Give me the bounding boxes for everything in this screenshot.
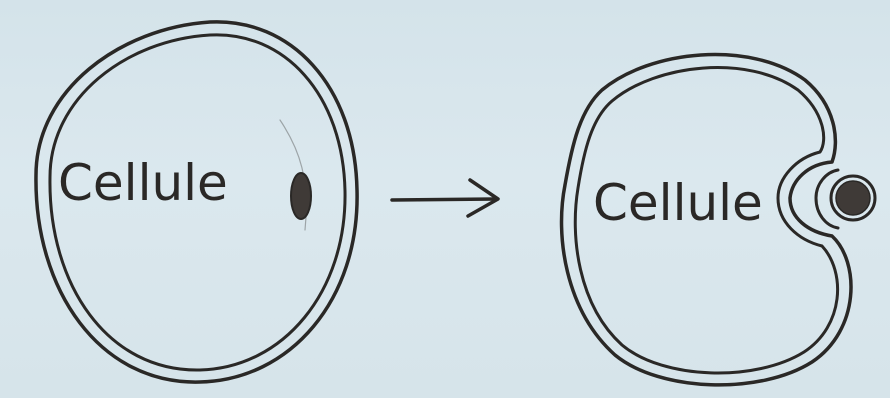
particle-after	[836, 181, 870, 215]
pocket-outline	[816, 170, 838, 228]
particle-before	[291, 173, 311, 219]
transition-arrow	[392, 180, 498, 216]
cell-after-label: Cellule	[593, 174, 763, 232]
cell-before: Cellule	[36, 22, 357, 382]
arrow-shaft	[392, 199, 496, 200]
cell-after: Cellule	[562, 55, 875, 385]
cell-before-label: Cellule	[58, 154, 228, 212]
